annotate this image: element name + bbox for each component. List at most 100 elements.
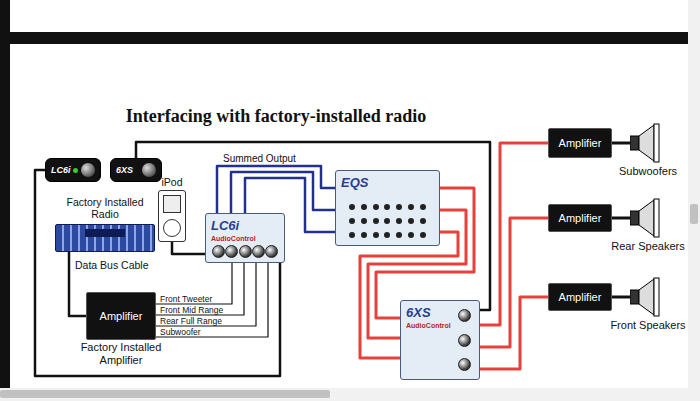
control-knob [252,245,265,258]
eq-slider [373,232,379,238]
speaker-rim [654,199,659,237]
signal-cable [35,170,280,376]
speaker-symbol [630,277,666,317]
scrollbar-thumb [690,204,698,224]
speaker-cone [639,200,654,236]
signal-cable [156,263,268,337]
signal-cable [136,142,490,310]
control-knob [265,245,278,258]
control-knob [458,334,471,347]
control-knob [81,163,95,177]
eq-slider [396,218,402,224]
eq-slider [420,232,426,238]
brand-name: AudioControl [211,234,279,243]
eq-slider [373,204,379,210]
control-knob [212,245,225,258]
speaker-symbol: Rear Speakers [630,198,666,238]
cable-label: Summed Output [223,154,296,164]
speaker-magnet [630,211,639,225]
amplifier-box: Amplifier [548,204,612,232]
line-converter: LC6iAudioControl [205,213,285,263]
knob-row [212,245,278,258]
cable-label: Data Bus Cable [75,260,149,270]
speaker-symbol: Front Speakers [630,277,666,317]
device-caption: Factory Installed Amplifier [66,341,176,367]
speaker-caption: Subwoofers [593,165,700,178]
eq-slider [408,218,414,224]
amp-label: Amplifier [559,212,602,224]
control-knob [458,358,471,371]
remote-knob: 6XS [110,158,162,182]
radio-display [85,229,124,237]
cable-label: Front Tweeter [160,294,212,304]
bottom-scrollbar [0,388,700,401]
speaker-symbol [630,198,666,238]
click-wheel [163,219,181,237]
eq-slider [384,204,390,210]
ipod-body [158,190,186,242]
speaker-symbol [630,123,666,163]
scrollbar-thumb [0,390,330,398]
product-logo: EQS [341,175,368,190]
eq-slider [349,232,355,238]
brand-name: AudioControl [406,321,474,330]
signal-cable [612,296,630,299]
brand-label: LC6i [51,165,71,175]
radio-faceplate [55,224,155,252]
eq-slider [361,204,367,210]
speaker-symbol: Subwoofers [630,123,666,163]
speaker-magnet [630,136,639,150]
speaker-caption: Rear Speakers [593,240,700,253]
product-logo: LC6i [211,218,239,233]
signal-cable [612,217,630,220]
product-logo: 6XS [406,305,431,320]
head-unit: Factory Installed Radio [55,196,155,252]
eq-slider [349,218,355,224]
eq-slider [361,218,367,224]
top-bar [0,32,700,44]
eq-slider [420,218,426,224]
speaker-magnet [630,290,639,304]
eq-slider [408,232,414,238]
device-label: Factory Installed Radio [55,196,155,220]
eq-slider [361,232,367,238]
signal-cable [480,218,548,347]
amplifier-box: Amplifier [548,128,612,158]
eq-slider [420,204,426,210]
cable-label: Front Mid Range [160,305,223,315]
speaker-cone [639,125,654,161]
eq-slider [408,204,414,210]
amplifier-box: Amplifier [548,283,612,311]
ipod-screen [163,195,181,213]
speaker-rim [654,124,659,162]
amplifier-box: AmplifierFactory Installed Amplifier [86,292,156,340]
signal-cable [156,263,232,304]
control-knob [458,309,471,322]
diagram-title: Interfacing with factory-installed radio [96,106,456,127]
amp-label: Amplifier [559,291,602,303]
eq-slider [349,204,355,210]
signal-cable [612,142,630,145]
eq-slider [384,218,390,224]
equalizer: EQS [335,170,440,246]
signal-cable [156,263,244,315]
slider-grid [346,204,429,238]
signal-cable [480,297,548,369]
status-led [73,168,78,173]
control-knob [239,245,252,258]
crossover: 6XSAudioControl [400,300,480,380]
ipod-player: iPod [156,176,188,242]
knob-row [458,309,471,371]
device-label: iPod [156,176,188,188]
eq-slider [384,232,390,238]
brand-label: 6XS [116,165,133,175]
signal-cable [172,242,205,254]
eq-slider [396,232,402,238]
speaker-caption: Front Speakers [593,319,700,332]
remote-knob: LC6i [45,158,101,182]
control-knob [225,245,238,258]
signal-cable [217,166,335,213]
signal-cable [156,263,256,326]
eq-slider [373,218,379,224]
